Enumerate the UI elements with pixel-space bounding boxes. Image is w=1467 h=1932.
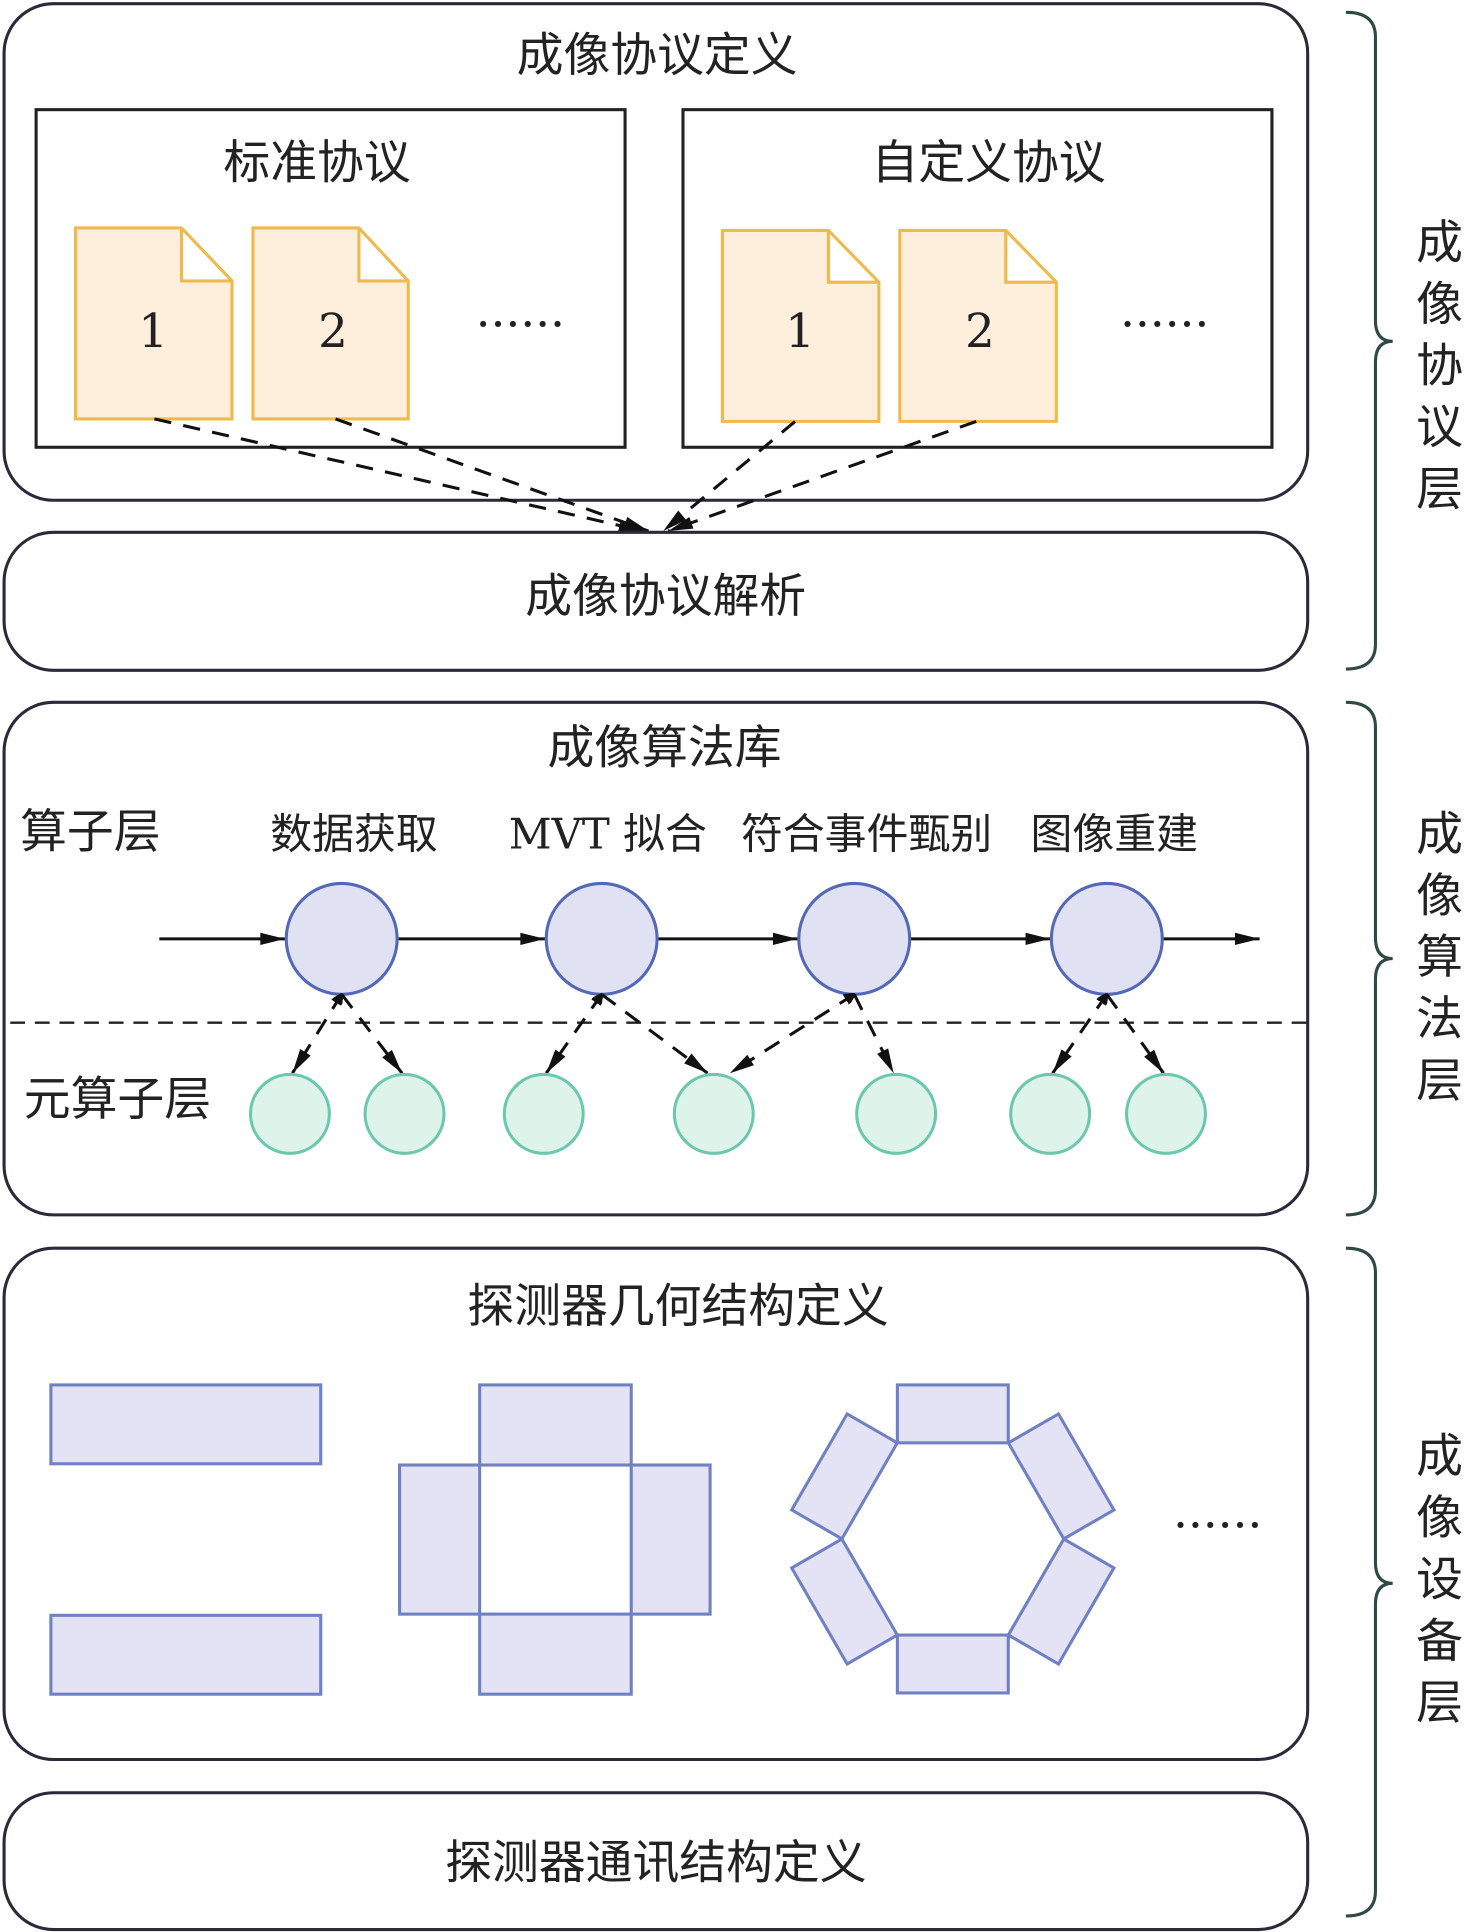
detector-module xyxy=(478,1612,633,1696)
document-icon xyxy=(251,226,410,421)
svg-text:算: 算 xyxy=(1416,931,1463,985)
operator-node xyxy=(284,881,399,996)
standard-protocol-title: 标准协议 xyxy=(223,136,410,190)
meta-operator-node xyxy=(1125,1072,1207,1155)
detector-geometry-box: 探测器几何结构定义 ······ xyxy=(2,1246,1310,1762)
protocol-layer-label: 成 像 协 议 层 xyxy=(1416,216,1463,516)
brace-algorithm-layer xyxy=(1345,700,1393,1217)
svg-text:像: 像 xyxy=(1416,1492,1463,1546)
brace-protocol-layer xyxy=(1345,10,1393,671)
svg-text:成: 成 xyxy=(1416,808,1463,862)
document-icon xyxy=(73,226,234,421)
doc-number: 1 xyxy=(785,305,815,359)
svg-text:层: 层 xyxy=(1416,1677,1463,1731)
doc-number: 2 xyxy=(965,305,995,359)
hexagon-detector xyxy=(789,1383,1117,1695)
svg-text:法: 法 xyxy=(1416,993,1463,1047)
operator-node xyxy=(1049,881,1164,996)
document-icon xyxy=(720,228,881,423)
detector-geometry-title: 探测器几何结构定义 xyxy=(467,1280,888,1334)
svg-text:层: 层 xyxy=(1416,1054,1463,1108)
detector-module xyxy=(49,1383,323,1466)
protocol-parser-box: 成像协议解析 xyxy=(2,530,1310,672)
detector-module xyxy=(478,1383,633,1467)
svg-text:设: 设 xyxy=(1416,1553,1463,1607)
meta-operator-layer-label: 元算子层 xyxy=(24,1073,211,1127)
standard-protocol-box: 标准协议 1 2 ······ xyxy=(34,108,627,449)
meta-operator-node xyxy=(363,1072,446,1155)
svg-text:议: 议 xyxy=(1416,401,1463,455)
operator-node xyxy=(797,881,912,996)
operator-label: 数据获取 xyxy=(270,809,438,858)
protocol-parser-label: 成像协议解析 xyxy=(525,570,806,624)
meta-operator-node xyxy=(1009,1072,1092,1155)
doc-number: 1 xyxy=(138,305,168,359)
detector-comm-box: 探测器通讯结构定义 xyxy=(2,1791,1310,1932)
ellipsis: ······ xyxy=(1120,298,1209,352)
operator-node xyxy=(544,881,659,996)
brace-device-layer xyxy=(1345,1246,1393,1918)
meta-operator-node xyxy=(248,1072,331,1155)
ellipsis: ······ xyxy=(1173,1499,1262,1553)
protocol-definition-title: 成像协议定义 xyxy=(517,29,798,83)
protocol-definition-box: 成像协议定义 标准协议 1 2 ······ 自定义协议 1 2 ······ xyxy=(2,2,1310,502)
operator-label: 图像重建 xyxy=(1030,809,1198,858)
ellipsis: ······ xyxy=(476,298,565,352)
doc-number: 2 xyxy=(318,305,348,359)
operator-label: MVT 拟合 xyxy=(509,809,707,858)
algorithm-layer-label: 成 像 算 法 层 xyxy=(1416,808,1463,1108)
operator-layer-label: 算子层 xyxy=(20,805,160,859)
document-icon xyxy=(898,228,1058,423)
meta-operator-node xyxy=(502,1072,585,1155)
detector-module xyxy=(49,1613,323,1696)
custom-protocol-box: 自定义协议 1 2 ······ xyxy=(681,108,1274,449)
svg-text:备: 备 xyxy=(1416,1615,1463,1669)
algorithm-library-title: 成像算法库 xyxy=(547,722,781,776)
algorithm-library-box: 成像算法库 算子层 元算子层 数据获取 MVT 拟合 符合事件甄别 图像重建 xyxy=(2,700,1313,1217)
custom-protocol-title: 自定义协议 xyxy=(872,136,1106,190)
svg-text:协: 协 xyxy=(1416,340,1463,394)
detector-module xyxy=(398,1463,482,1616)
detector-comm-label: 探测器通讯结构定义 xyxy=(445,1837,866,1891)
detector-module xyxy=(629,1463,712,1616)
svg-text:层: 层 xyxy=(1416,463,1463,517)
operator-label: 符合事件甄别 xyxy=(741,809,992,858)
svg-text:成: 成 xyxy=(1416,1430,1463,1484)
protocol-arrows xyxy=(154,417,977,533)
svg-text:像: 像 xyxy=(1416,869,1463,923)
meta-operator-node xyxy=(672,1072,755,1155)
meta-operator-arrows xyxy=(291,994,1165,1075)
svg-text:成: 成 xyxy=(1416,216,1463,270)
meta-operator-node xyxy=(855,1072,938,1155)
svg-text:像: 像 xyxy=(1416,278,1463,332)
device-layer-label: 成 像 设 备 层 xyxy=(1416,1430,1463,1730)
